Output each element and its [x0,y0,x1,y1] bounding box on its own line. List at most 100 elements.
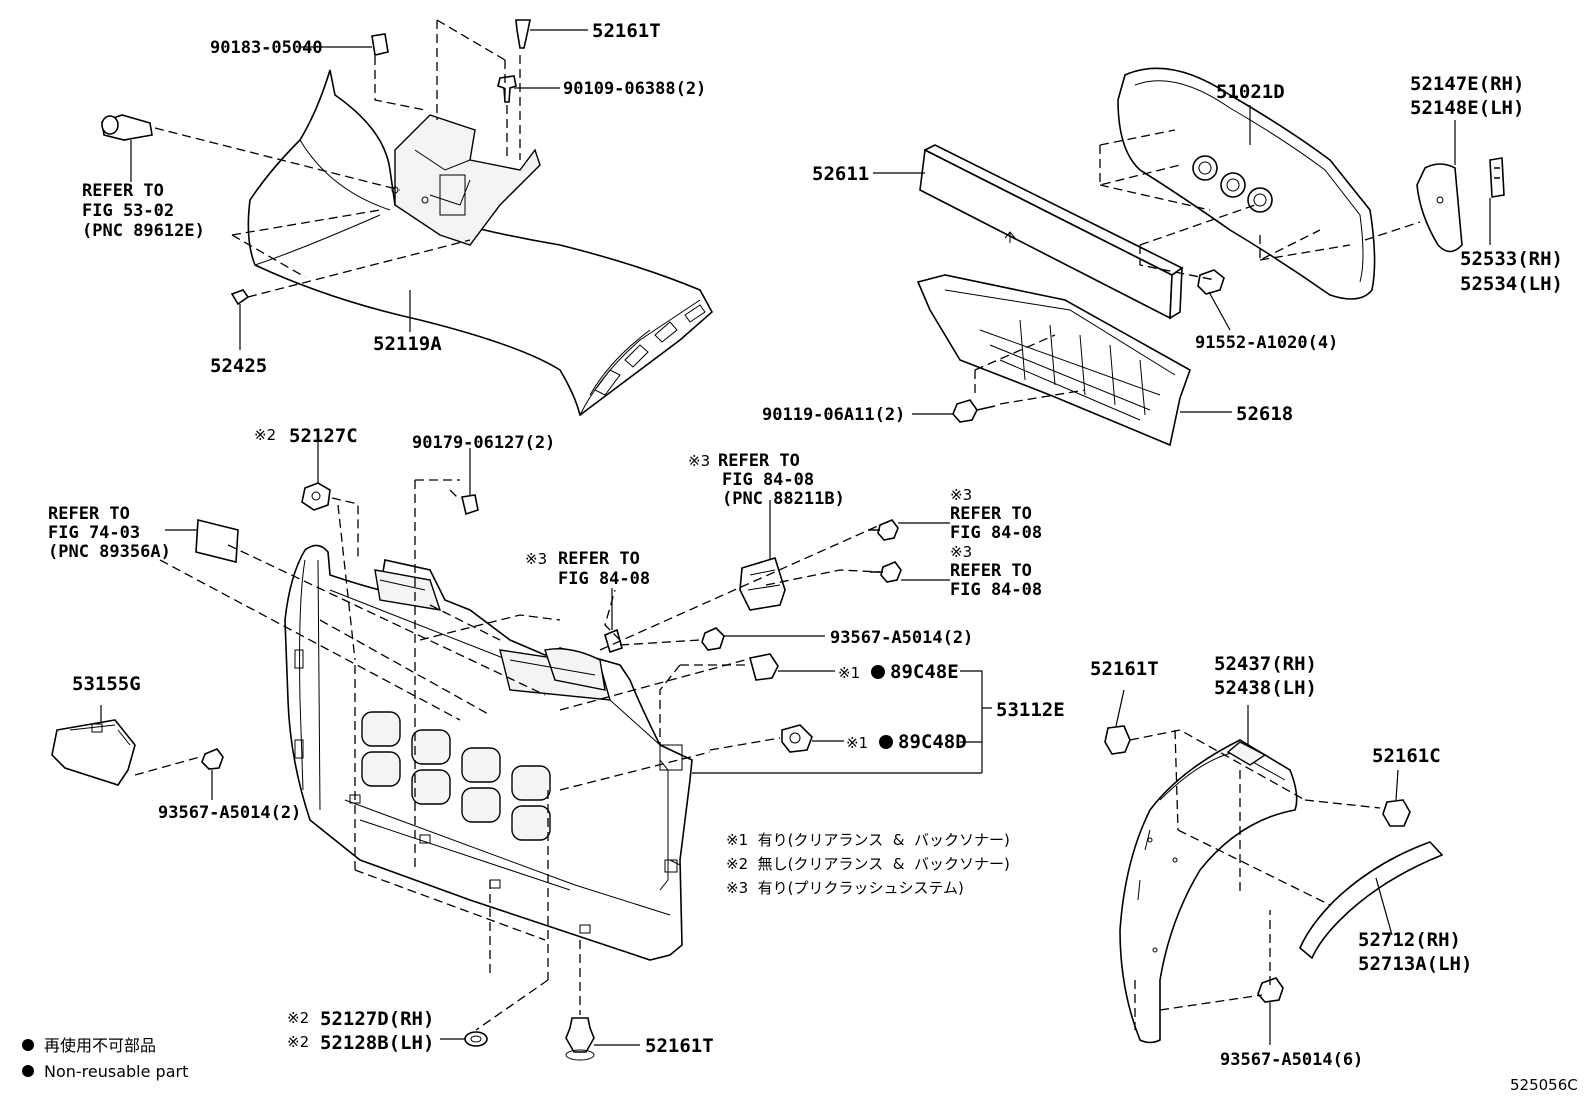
label-refer-5302-1: REFER TO [82,181,164,201]
label-52147e: 52147E(RH) [1410,73,1524,95]
label-93567-bottom: 93567-A5014(6) [1220,1050,1363,1070]
legend: 再使用不可部品 Non-reusable part [22,1036,188,1081]
note-1: ※1 有り(クリアランス & バックソナー) [726,831,1010,849]
label-ref-sensor-2: FIG 84-08 [722,470,814,490]
condition-notes: ※1 有り(クリアランス & バックソナー) ※2 無し(クリアランス & バッ… [726,831,1010,897]
mark-52127d: ※2 [287,1009,309,1027]
bolt-ref-a [868,519,899,541]
label-90109: 90109-06388(2) [563,79,706,99]
label-52713a: 52713A(LH) [1358,953,1472,975]
label-93567-mid: 93567-A5014(2) [830,628,973,648]
label-refer-5302-2: FIG 53-02 [82,201,174,221]
clip-90179 [461,494,479,516]
label-refer-5302-3: (PNC 89612E) [82,221,205,241]
label-ref-a-1: REFER TO [950,504,1032,524]
nut-93567-left [201,748,224,770]
label-53155g: 53155G [72,673,141,695]
note-2: ※2 無し(クリアランス & バックソナー) [726,855,1010,873]
nut-93567-mid [701,627,725,651]
assembly-lines-upper-right [974,129,1421,405]
clip-52161t-bottom [565,1017,595,1053]
label-52618: 52618 [1236,403,1293,425]
part-labels: 90183-05040 52161T 90109-06388(2) REFER … [48,20,1563,1070]
label-refer-7403-1: REFER TO [48,504,130,524]
label-52148e: 52148E(LH) [1410,97,1524,119]
mark-89c48d: ※1 [846,734,868,752]
label-53112e: 53112E [996,699,1065,721]
lower-support-52618 [916,274,1191,447]
bumper-reinforcement-frame [284,544,693,961]
leader-lines [100,29,1491,1046]
label-91552: 91552-A1020(4) [1195,333,1338,353]
clip-52161t-right [1104,725,1131,755]
label-ref-b-1: REFER TO [950,561,1032,581]
note-3: ※3 有り(プリクラッシュシステム) [726,879,964,897]
label-refer-7403-3: (PNC 89356A) [48,542,171,562]
label-51021d: 51021D [1216,81,1285,103]
bolt-90109 [497,75,517,103]
label-ref-sensor-1: REFER TO [718,451,800,471]
label-52438: 52438(LH) [1214,677,1317,699]
label-52161t-top: 52161T [592,20,661,42]
cover-89356a [195,518,239,564]
non-reusable-dot-89c48d [879,735,893,749]
clip-90183 [371,33,389,56]
nut-52127c [301,482,331,511]
energy-absorber-52611 [919,144,1184,320]
bolt-ref-b [870,561,902,583]
clip-52161t-top [515,19,531,49]
retainer-89c48d [781,724,813,753]
label-52119a: 52119A [373,333,442,355]
bracket-52147e [1416,163,1463,253]
plug-89612e [101,114,153,141]
legend-english: Non-reusable part [44,1062,188,1081]
clip-52425 [230,289,250,350]
label-89c48e: 89C48E [890,661,959,683]
mark-ref-a: ※3 [950,486,972,504]
non-reusable-dot-89c48e [871,665,885,679]
nut-52127d [464,1031,488,1047]
fender-liner-52437 [1119,739,1298,1044]
label-ref-a-2: FIG 84-08 [950,523,1042,543]
bolt-90119 [952,399,996,423]
clip-sensor-bracket [604,628,623,654]
mark-ref-c: ※3 [525,550,547,568]
mark-52127c: ※2 [254,426,276,444]
label-52534: 52534(LH) [1460,273,1563,295]
mark-ref-sensor: ※3 [688,452,710,470]
cap-53155g [51,719,136,786]
label-90119: 90119-06A11(2) [762,405,905,425]
label-52425: 52425 [210,355,267,377]
assembly-lines-upper-left [154,19,521,298]
assembly-lines-lower-right [1129,729,1381,1030]
label-52533: 52533(RH) [1460,248,1563,270]
moulding-52712 [1299,841,1444,960]
assembly-lines-center [134,479,881,1031]
label-ref-b-2: FIG 84-08 [950,580,1042,600]
label-ref-c-2: FIG 84-08 [558,569,650,589]
label-93567-left: 93567-A5014(2) [158,803,301,823]
diagram-code: 525056C [1510,1076,1578,1094]
label-52128b: 52128B(LH) [320,1032,434,1054]
mark-52128b: ※2 [287,1033,309,1051]
legend-dot-icon [22,1039,34,1051]
retainer-89c48e [749,653,779,681]
label-refer-7403-2: FIG 74-03 [48,523,140,543]
legend-japanese: 再使用不可部品 [44,1036,156,1055]
label-52437: 52437(RH) [1214,653,1317,675]
clip-52161c [1382,799,1411,827]
label-52712: 52712(RH) [1358,929,1461,951]
mark-ref-b: ※3 [950,543,972,561]
legend-dot-icon-2 [22,1065,34,1077]
label-52611: 52611 [812,163,869,185]
reinforcement-51021d [1117,67,1376,300]
sensor-88211b [739,557,786,611]
label-89c48d: 89C48D [898,731,967,753]
label-90183: 90183-05040 [210,38,323,58]
label-52161c: 52161C [1372,745,1441,767]
label-52161t-bottom: 52161T [645,1035,714,1057]
label-90179: 90179-06127(2) [412,433,555,453]
nut-93567-bottom [1257,977,1284,1003]
label-52127d: 52127D(RH) [320,1008,434,1030]
